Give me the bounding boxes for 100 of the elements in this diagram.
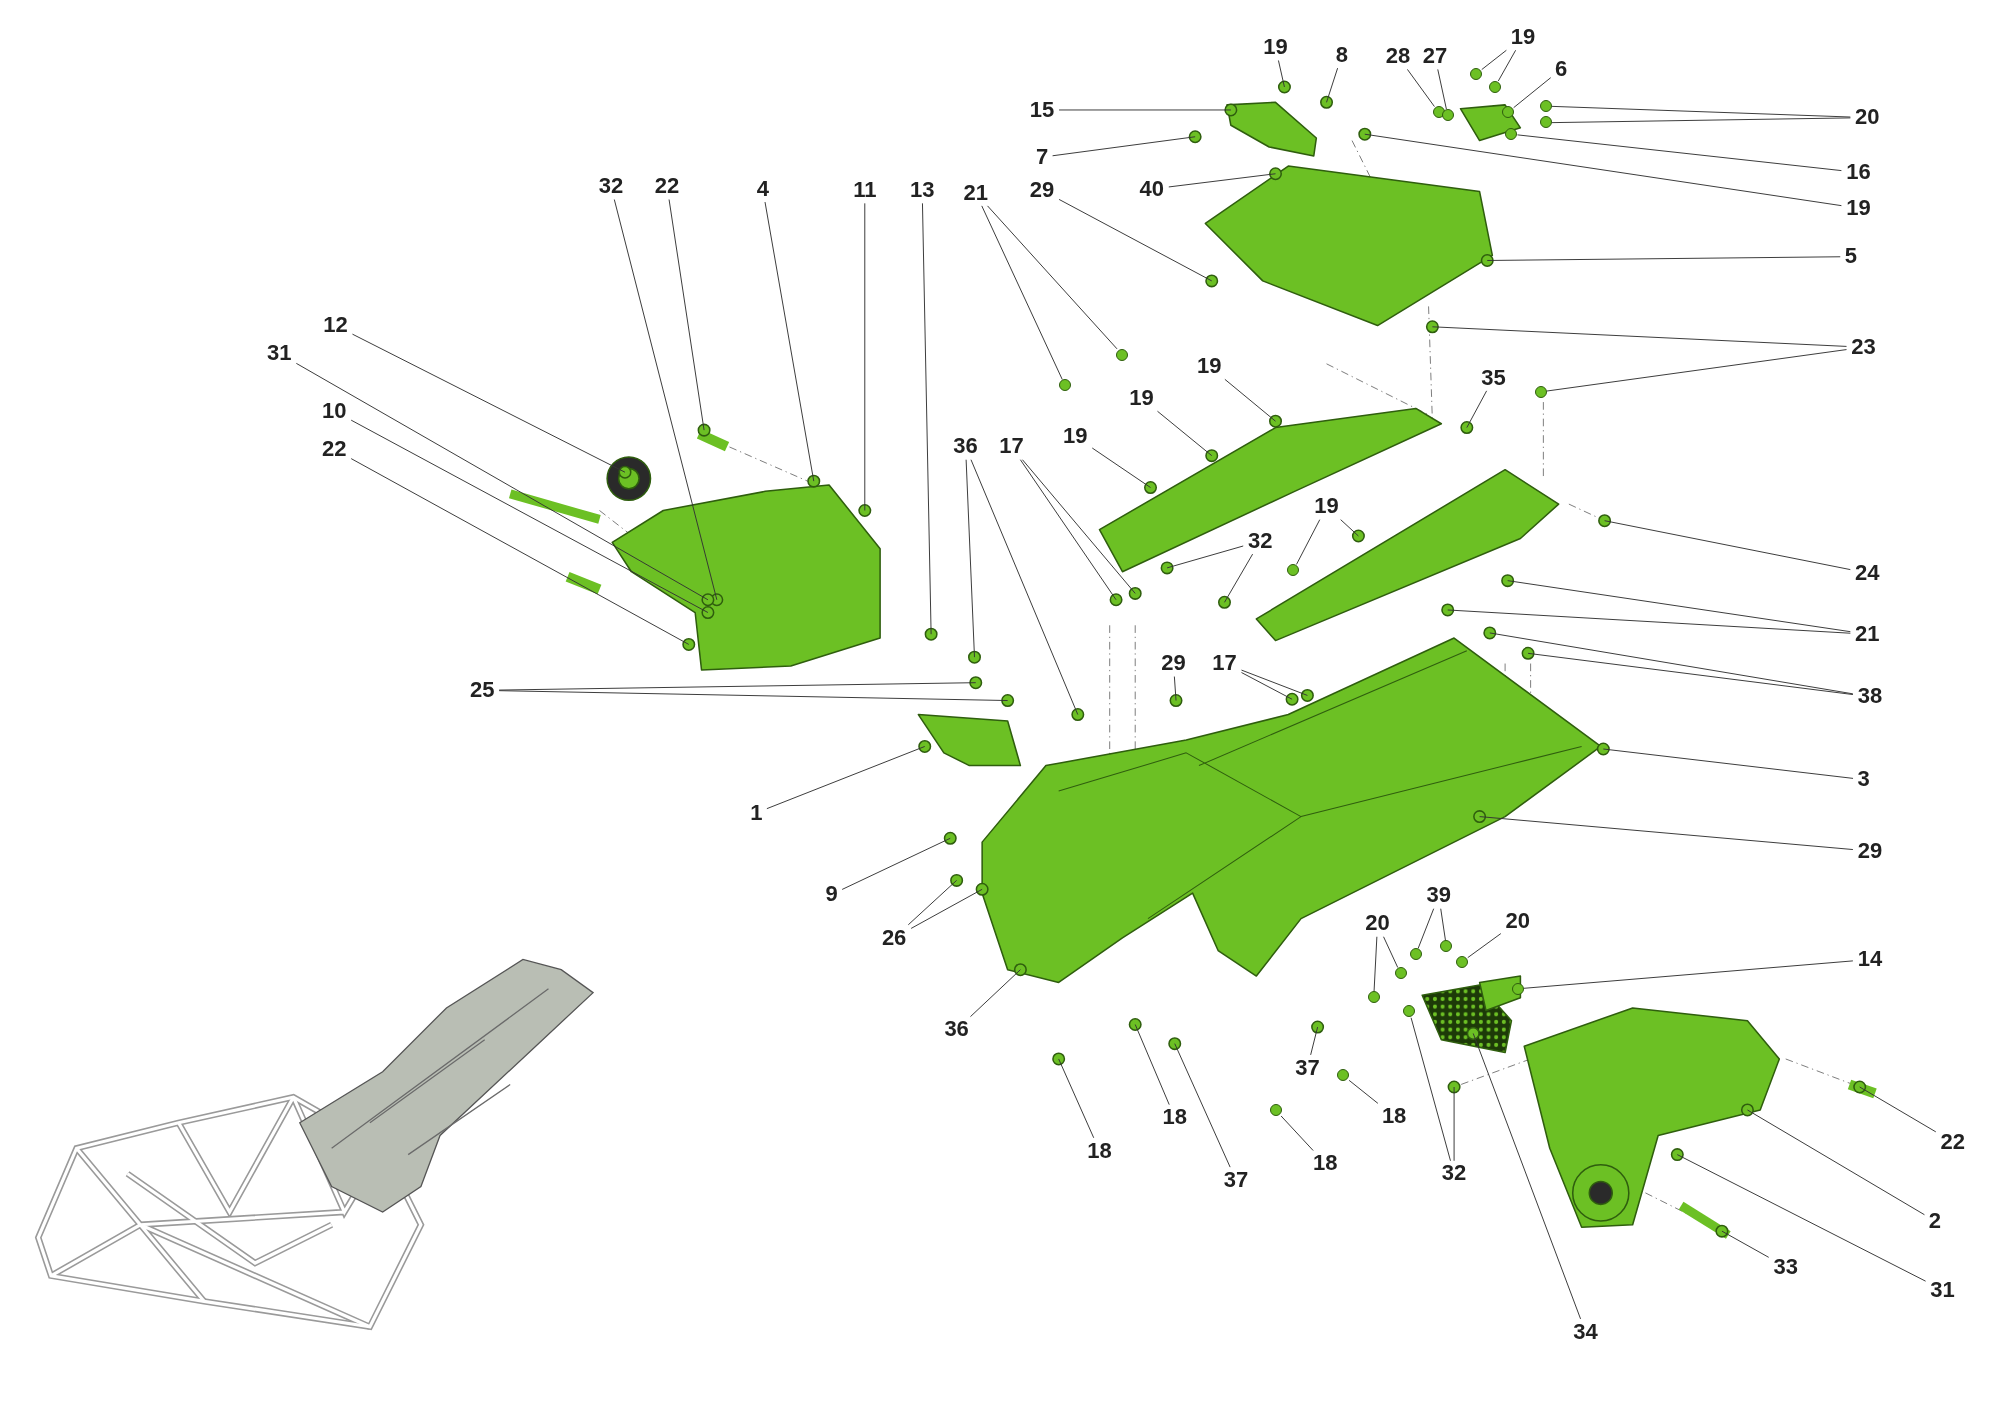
leader-line <box>981 205 1063 380</box>
leader-line <box>668 199 705 431</box>
bolt-head <box>1287 564 1300 577</box>
leader-line <box>1280 1115 1314 1152</box>
callout-number: 11 <box>847 177 882 204</box>
bolt-head <box>1469 67 1482 80</box>
leader-line <box>1481 49 1507 71</box>
callout-number: 31 <box>262 340 297 367</box>
leader-line <box>350 458 690 645</box>
bolt-head <box>1440 940 1453 953</box>
callout-number: 40 <box>1134 175 1169 202</box>
leader-line <box>1383 936 1399 968</box>
callout-number: 5 <box>1840 243 1862 270</box>
leader-line <box>1453 1086 1455 1162</box>
callout-number: 18 <box>1082 1137 1117 1164</box>
callout-number: 26 <box>877 924 912 951</box>
leader-line <box>1406 68 1435 107</box>
leader-line <box>841 837 951 890</box>
bolt-head <box>1455 955 1468 968</box>
callout-number: 12 <box>318 312 353 339</box>
leader-line <box>1058 198 1213 282</box>
leader-line <box>910 888 983 929</box>
callout-number: 10 <box>317 397 352 424</box>
leader-line <box>1168 173 1276 188</box>
callout-number: 23 <box>1846 333 1881 360</box>
callout-number: 1 <box>745 799 767 826</box>
callout-number: 8 <box>1331 41 1353 68</box>
leader-line <box>1241 669 1308 696</box>
leader-line <box>1602 748 1854 779</box>
leader-line <box>498 690 1009 701</box>
callout-number: 27 <box>1417 43 1452 70</box>
leader-line <box>1058 1058 1095 1139</box>
leader-line <box>1091 447 1151 488</box>
leader-line <box>1417 908 1435 949</box>
callout-number: 20 <box>1500 907 1535 934</box>
leader-line <box>1296 519 1321 565</box>
callout-number: 19 <box>1505 24 1540 50</box>
bolt-head <box>1539 99 1552 112</box>
callout-number: 15 <box>1025 96 1060 123</box>
callout-number: 19 <box>1258 34 1293 61</box>
leader-line <box>1410 1017 1451 1162</box>
callout-number: 33 <box>1768 1253 1803 1280</box>
callout-number: 29 <box>1025 177 1060 204</box>
callout-number: 32 <box>1437 1160 1472 1187</box>
leader-line <box>1019 459 1117 601</box>
leader-line <box>1440 908 1446 942</box>
callout-number: 22 <box>650 173 685 200</box>
bolt-head <box>1534 385 1547 398</box>
bolt-head <box>1269 1103 1282 1116</box>
callout-number: 14 <box>1852 946 1887 973</box>
callout-number: 35 <box>1476 364 1511 391</box>
callout-number: 21 <box>1850 620 1885 647</box>
callout-number: 22 <box>317 435 352 462</box>
leader-line <box>1466 390 1488 429</box>
callout-number: 17 <box>1207 650 1242 677</box>
leader-line <box>1174 1043 1231 1168</box>
leader-line <box>1326 67 1339 103</box>
leader-line <box>1467 933 1502 959</box>
callout-number: 6 <box>1550 55 1572 82</box>
leader-line <box>1437 68 1447 110</box>
leader-line <box>970 969 1021 1018</box>
callout-number: 32 <box>1243 527 1278 554</box>
leader-line <box>351 333 626 473</box>
leader-line <box>1241 672 1293 700</box>
leader-line <box>1021 459 1136 594</box>
leader-line <box>864 202 866 511</box>
callout-number: 16 <box>1841 159 1876 186</box>
callout-number: 19 <box>1841 194 1876 221</box>
leader-line <box>1546 349 1847 392</box>
callout-number: 20 <box>1850 104 1885 131</box>
callout-number: 17 <box>994 433 1029 460</box>
leader-line <box>1472 1032 1582 1320</box>
leader-line <box>1134 1024 1170 1106</box>
leader-line <box>613 199 718 601</box>
leader-line <box>1173 676 1177 701</box>
leader-line <box>1058 109 1232 111</box>
callout-number: 2 <box>1924 1207 1946 1234</box>
leader-line <box>1859 1086 1937 1133</box>
leader-line <box>350 419 709 613</box>
callout-number: 18 <box>1157 1104 1192 1131</box>
leader-line <box>1486 256 1841 261</box>
callout-number: 25 <box>465 677 500 704</box>
bolt-head <box>1059 379 1072 392</box>
callout-number: 22 <box>1935 1128 1970 1155</box>
leader-line <box>1373 936 1378 993</box>
leader-line <box>1746 1109 1925 1216</box>
bolt-head <box>1367 991 1380 1004</box>
callout-number: 19 <box>1309 493 1344 520</box>
leader-line <box>1157 410 1213 457</box>
callout-number: 4 <box>752 175 774 202</box>
bolt-head <box>1539 116 1552 129</box>
leader-line <box>1479 816 1854 851</box>
bolt-head <box>1488 80 1501 93</box>
callout-number: 37 <box>1218 1166 1253 1193</box>
leader-line <box>1513 77 1552 109</box>
leader-line <box>1224 378 1276 422</box>
callout-number: 19 <box>1058 423 1093 450</box>
leader-line <box>1431 326 1847 347</box>
bolt-head <box>1394 967 1407 980</box>
leader-line <box>1348 1079 1379 1104</box>
